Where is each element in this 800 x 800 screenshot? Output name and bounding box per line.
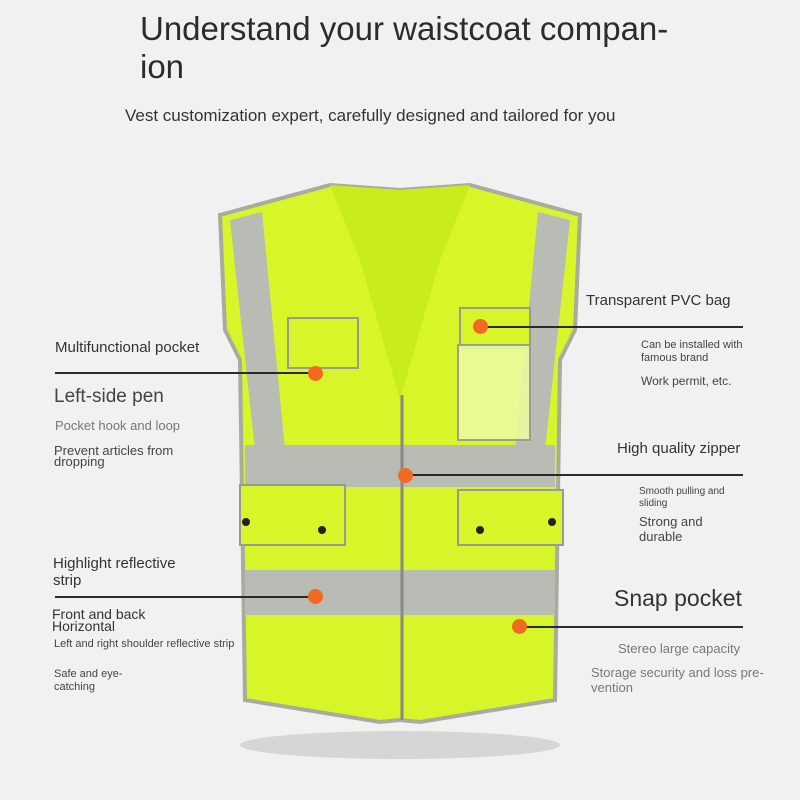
label-zipper: High quality zipper (617, 440, 741, 457)
callout-line-zipper (405, 474, 743, 476)
label-reflective-strip: Highlight reflective strip (53, 555, 176, 589)
callout-line-snap (520, 626, 743, 628)
callout-line-multifunctional (55, 372, 320, 374)
desc-shoulder-strip: Left and right shoulder reflective strip (54, 638, 235, 650)
hotspot-dot-pen (308, 366, 323, 381)
desc-pocket-hook: Pocket hook and loop (55, 418, 181, 433)
label-left-side-pen: Left-side pen (54, 386, 164, 407)
desc-work-permit: Work permit, etc. (641, 374, 732, 388)
desc-pvc-brand: Can be installed with famous brand (641, 339, 743, 364)
hotspot-dot-pvc (473, 319, 488, 334)
label-snap-pocket: Snap pocket (614, 585, 742, 611)
desc-prevent-dropping: Prevent articles from dropping (54, 443, 174, 469)
page-subtitle: Vest customization expert, carefully des… (125, 106, 616, 125)
hotspot-dot-zipper (398, 468, 413, 483)
hotspot-dot-snap (512, 619, 527, 634)
desc-stereo: Stereo large capacity (618, 641, 741, 656)
desc-storage: Storage security and loss pre-vention (591, 665, 764, 695)
label-front-back: Front and back Horizontal (52, 606, 146, 634)
callout-line-strip (55, 596, 320, 598)
desc-strong: Strong and durable (639, 514, 703, 544)
callout-line-pvc (475, 326, 743, 328)
desc-safe: Safe and eye-catching (54, 668, 123, 693)
hotspot-dot-strip (308, 589, 323, 604)
page-title: Understand your waistcoat compan-ion (140, 10, 669, 85)
desc-smooth: Smooth pulling and sliding (639, 486, 725, 509)
label-transparent-pvc: Transparent PVC bag (586, 292, 731, 309)
label-multifunctional-pocket: Multifunctional pocket (55, 339, 200, 356)
